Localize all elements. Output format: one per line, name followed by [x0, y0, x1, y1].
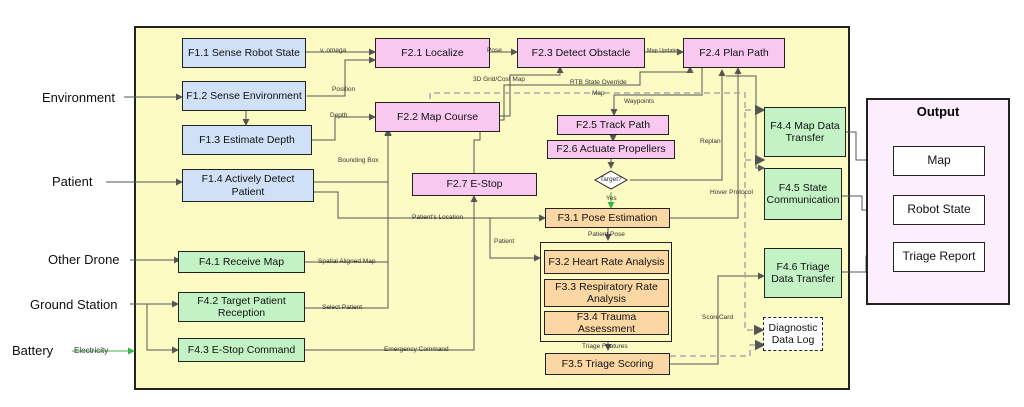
environment-entity: Environment — [42, 90, 115, 105]
f2-6-actuate-propellers: F2.6 Actuate Propellers — [547, 140, 675, 159]
f4-1-receive-map: F4.1 Receive Map — [178, 251, 305, 273]
other-drone-entity: Other Drone — [48, 252, 120, 267]
patient-entity: Patient — [52, 174, 93, 189]
flow-spatial-map: Spatial Aligned Map — [318, 258, 376, 265]
f2-3-detect-obstacle: F2.3 Detect Obstacle — [517, 38, 645, 68]
target-decision-diamond — [594, 170, 628, 190]
flow-patients-location: Patient's Location — [412, 214, 464, 221]
f4-3-e-stop-command: F4.3 E-Stop Command — [178, 338, 305, 362]
flow-map: Map — [592, 90, 605, 97]
f3-2-heart-rate-analysis: F3.2 Heart Rate Analysis — [544, 250, 669, 274]
flow-bounding-box: Bounding Box — [338, 157, 379, 164]
flow-electricity: Electricity — [74, 346, 109, 355]
f1-4-actively-detect-patient: F1.4 Actively Detect Patient — [182, 169, 314, 202]
flow-scorecard: ScoreCard — [702, 314, 734, 321]
output-triage-report: Triage Report — [893, 242, 985, 272]
output-title: Output — [916, 104, 960, 119]
f3-5-triage-scoring: F3.5 Triage Scoring — [545, 353, 670, 375]
f3-1-pose-estimation: F3.1 Pose Estimation — [545, 208, 670, 228]
triage-analysis-group — [540, 242, 672, 342]
f2-2-map-course: F2.2 Map Course — [375, 102, 500, 132]
f1-3-estimate-depth: F1.3 Estimate Depth — [182, 125, 312, 155]
f2-4-plan-path: F2.4 Plan Path — [683, 38, 785, 68]
flow-pose: Pose — [487, 47, 502, 54]
output-robot-state: Robot State — [893, 195, 985, 225]
f1-2-sense-environment: F1.2 Sense Environment — [182, 81, 306, 111]
flow-hover: Hover Protocol — [710, 189, 753, 196]
flow-rtb: RTB State Override — [570, 79, 627, 86]
flow-grid-map: 3D Grid/Cost Map — [473, 76, 526, 83]
decision-yes-label: Yes — [606, 195, 617, 202]
output-map: Map — [893, 146, 985, 176]
f1-1-sense-robot-state: F1.1 Sense Robot State — [182, 38, 306, 68]
battery-entity: Battery — [12, 343, 54, 358]
diagnostic-data-log: Diagnostic Data Log — [763, 317, 823, 351]
f4-6-triage-data-transfer: F4.6 Triage Data Transfer — [764, 248, 842, 298]
flow-waypoints: Waypoints — [624, 98, 655, 105]
decision-label: Target? — [600, 176, 622, 183]
f2-1-localize: F2.1 Localize — [375, 38, 490, 68]
ground-station-entity: Ground Station — [30, 297, 118, 312]
f2-7-e-stop: F2.7 E-Stop — [412, 173, 537, 196]
f4-4-map-data-transfer: F4.4 Map Data Transfer — [764, 107, 846, 157]
flow-v-omega: v, omega — [320, 47, 347, 54]
flow-map-update: Map Update — [647, 48, 677, 54]
f2-5-track-path: F2.5 Track Path — [557, 115, 669, 135]
f3-3-respiratory-rate-analysis: F3.3 Respiratory Rate Analysis — [544, 279, 669, 307]
flow-replan: Replan — [700, 138, 721, 145]
f3-4-trauma-assessment: F3.4 Trauma Assessment — [544, 311, 669, 335]
flow-patient-pose: Patient Pose — [588, 231, 625, 238]
flow-emergency: Emergency Command — [384, 346, 449, 353]
flow-select-patient: Select Patient — [322, 304, 363, 311]
flow-depth: Depth — [330, 112, 348, 119]
f4-2-target-patient-reception: F4.2 Target Patient Reception — [178, 292, 305, 322]
flow-patient: Patient — [494, 238, 515, 245]
flow-position: Position — [332, 86, 356, 93]
f4-5-state-communication: F4.5 State Communication — [764, 168, 842, 220]
flow-triage-features: Triage Features — [582, 343, 628, 350]
